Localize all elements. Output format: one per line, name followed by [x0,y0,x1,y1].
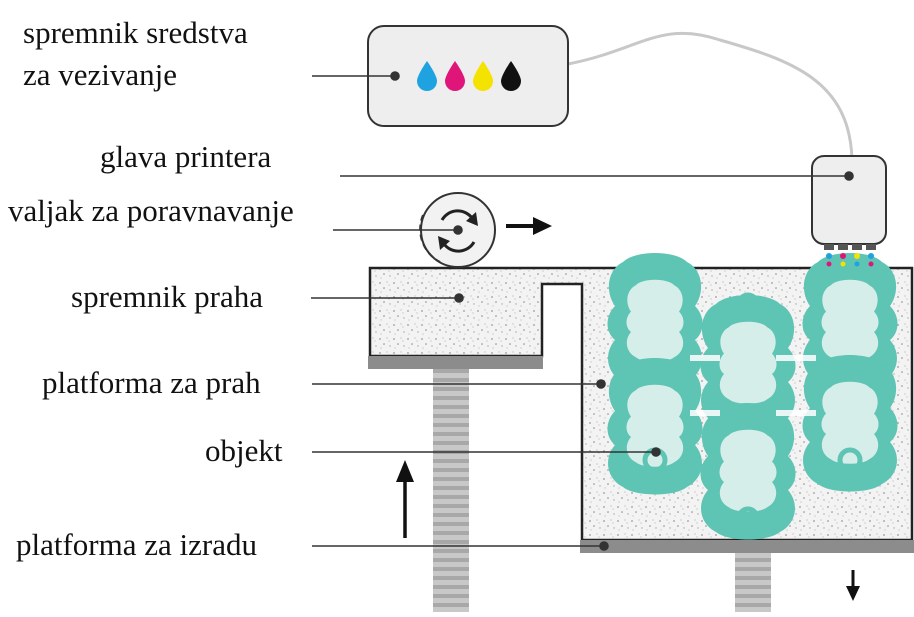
powder-piston-screw [433,366,469,612]
label-object: objekt [205,433,283,468]
build-piston-screw [735,552,771,612]
print-nozzles [824,244,876,267]
leader-lines [311,71,854,551]
label-build-platform: platforma za izradu [16,527,257,562]
rotation-arrows-icon [438,209,478,253]
arrow-right-icon [506,217,552,235]
ink-drop-icon [417,61,521,91]
label-binder-tank-line2: za vezivanje [23,57,178,92]
label-powder-tank: spremnik praha [71,279,263,314]
arrow-up-icon [396,460,414,538]
support-bridges [690,355,816,416]
label-leveling-roller: valjak za poravnavanje [8,193,294,228]
ink-hose [567,31,854,161]
printed-object-middle [700,292,796,540]
label-print-head: glava printera [100,139,272,174]
print-head [811,155,887,245]
label-binder-tank-line1: spremnik sredstva [23,15,248,50]
label-powder-platform: platforma za prah [42,365,261,400]
powder-platform-plate [368,356,543,369]
printed-object-left [607,253,703,495]
build-platform-plate [580,540,914,553]
printed-object-right [802,253,898,492]
arrow-down-icon [846,570,860,601]
